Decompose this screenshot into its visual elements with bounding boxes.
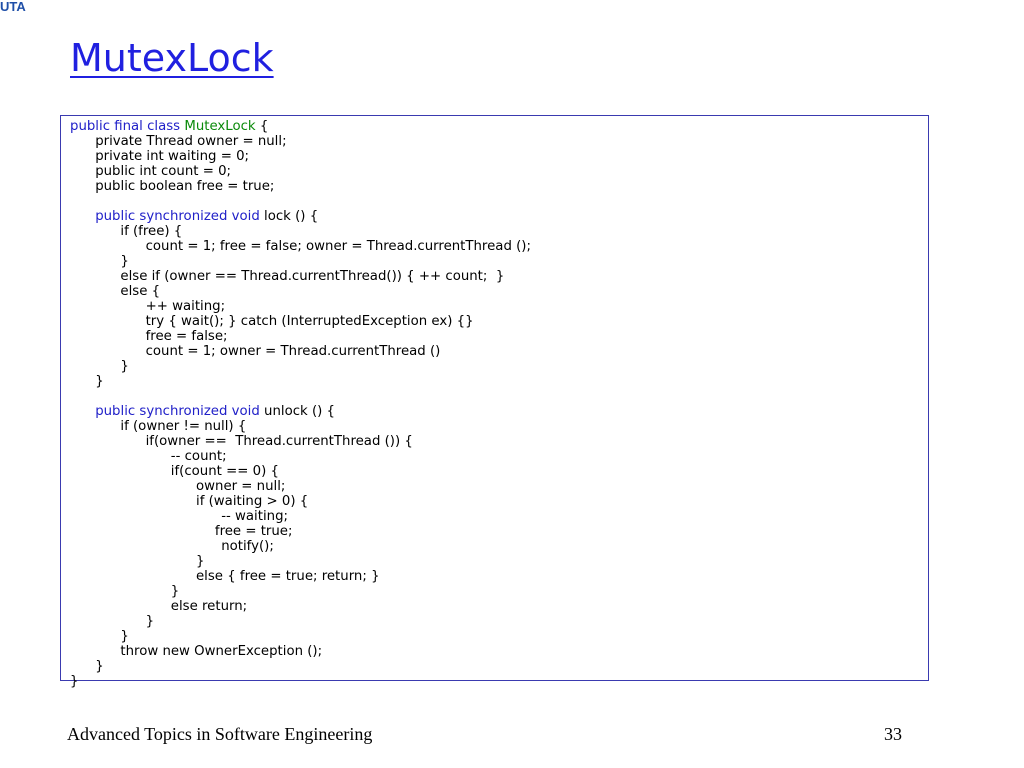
code-line: -- count;: [171, 449, 227, 464]
code-line: ++ waiting;: [146, 299, 225, 314]
code-line: if (owner != null) {: [120, 419, 246, 434]
code-text: }: [145, 614, 155, 629]
code-line: if(owner == Thread.currentThread ()) {: [146, 434, 413, 449]
page-number: 33: [884, 724, 902, 744]
code-text: }: [170, 584, 180, 599]
code-class-name: MutexLock: [184, 119, 256, 134]
code-line: count = 1; owner = Thread.currentThread …: [146, 344, 441, 359]
code-keyword: public synchronized void: [95, 404, 260, 419]
code-line: private Thread owner = null;: [95, 134, 286, 149]
code-text: if (owner != null) {: [120, 419, 247, 434]
code-text: public boolean free = true;: [95, 179, 275, 194]
footer-course-title: Advanced Topics in Software Engineering: [67, 724, 373, 744]
code-text: }: [70, 674, 79, 689]
code-text: lock () {: [259, 209, 319, 224]
code-text: public int count = 0;: [95, 164, 232, 179]
code-text: free = true;: [214, 524, 293, 539]
code-line: }: [95, 374, 103, 389]
code-text: try { wait(); } catch (InterruptedExcept…: [145, 314, 474, 329]
code-text: -- waiting;: [221, 509, 288, 524]
code-text: {: [255, 119, 269, 134]
code-text: else { free = true; return; }: [196, 569, 380, 584]
code-text: }: [196, 554, 205, 569]
code-text: else if (owner == Thread.currentThread()…: [120, 269, 505, 284]
code-keyword: public synchronized void: [95, 209, 260, 224]
code-text: owner = null;: [196, 479, 286, 494]
code-line: }: [120, 359, 128, 374]
code-line: }: [95, 659, 103, 674]
code-line: else return;: [171, 599, 247, 614]
code-text: unlock () {: [259, 404, 336, 419]
code-keyword: public final class: [70, 119, 185, 134]
code-text: ++ waiting;: [145, 299, 226, 314]
uta-logo: UTA: [0, 0, 26, 14]
code-text: }: [120, 629, 129, 644]
code-line: if (free) {: [120, 224, 182, 239]
code-text: throw new OwnerException ();: [120, 644, 323, 659]
code-text: if (waiting > 0) {: [196, 494, 309, 509]
code-text: count = 1; free = false; owner = Thread.…: [145, 239, 531, 254]
code-text: notify();: [221, 539, 274, 554]
code-text: else return;: [170, 599, 248, 614]
code-line: notify();: [221, 539, 274, 554]
code-text: -- count;: [170, 449, 227, 464]
code-text: }: [95, 659, 104, 674]
code-line: }: [196, 554, 204, 569]
code-text: free = false;: [145, 329, 228, 344]
code-line: throw new OwnerException ();: [120, 644, 322, 659]
code-line: else { free = true; return; }: [196, 569, 380, 584]
code-text: if (free) {: [120, 224, 183, 239]
code-box: [60, 115, 929, 681]
code-line: count = 1; free = false; owner = Thread.…: [146, 239, 531, 254]
code-line: free = false;: [146, 329, 228, 344]
code-text: }: [95, 374, 104, 389]
code-line: }: [70, 674, 78, 689]
code-line: }: [120, 629, 128, 644]
code-line: }: [146, 614, 154, 629]
code-line: public int count = 0;: [95, 164, 231, 179]
code-text: else {: [120, 284, 161, 299]
code-line: owner = null;: [196, 479, 285, 494]
code-line: free = true;: [215, 524, 293, 539]
code-line: public synchronized void unlock () {: [95, 404, 335, 419]
code-text: private int waiting = 0;: [95, 149, 250, 164]
code-line: else {: [120, 284, 160, 299]
code-text: if(owner == Thread.currentThread ()) {: [145, 434, 413, 449]
code-text: if(count == 0) {: [170, 464, 279, 479]
code-line: public synchronized void lock () {: [95, 209, 318, 224]
code-text: count = 1; owner = Thread.currentThread …: [145, 344, 441, 359]
code-line: if (waiting > 0) {: [196, 494, 308, 509]
code-line: public boolean free = true;: [95, 179, 274, 194]
code-line: -- waiting;: [221, 509, 288, 524]
code-text: }: [120, 359, 129, 374]
code-line: }: [171, 584, 179, 599]
code-text: }: [120, 254, 129, 269]
slide-title: MutexLock: [70, 36, 274, 80]
code-line: if(count == 0) {: [171, 464, 279, 479]
code-line: try { wait(); } catch (InterruptedExcept…: [146, 314, 474, 329]
code-line: public final class MutexLock {: [70, 119, 268, 134]
code-line: private int waiting = 0;: [95, 149, 249, 164]
code-line: else if (owner == Thread.currentThread()…: [120, 269, 504, 284]
code-text: private Thread owner = null;: [95, 134, 287, 149]
code-line: }: [120, 254, 128, 269]
